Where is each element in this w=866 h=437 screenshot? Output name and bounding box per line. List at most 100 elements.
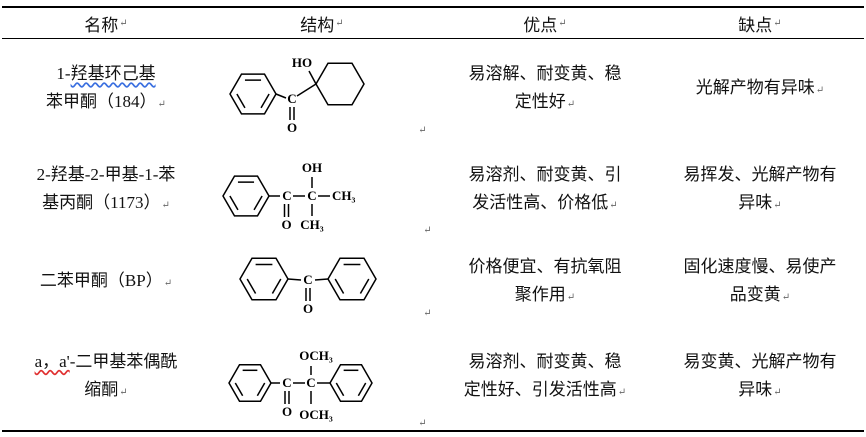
col-header-disadvantages: 缺点↵: [656, 11, 864, 36]
benzene-ring: [228, 364, 273, 402]
paragraph-mark: ↵: [773, 199, 782, 211]
atom-label-c: C: [307, 375, 316, 390]
col-header-name-label: 名称: [84, 15, 119, 35]
atom-label-o: O: [282, 404, 292, 419]
name-text-spellcheck: 羟基环己基: [70, 64, 156, 83]
disadvantages-text: 光解产物有异味↵: [696, 74, 824, 105]
structure-ketal-svg: C O C OCH₃ OCH₃: [228, 348, 374, 422]
disadvantages-value: 固化速度慢、易使产 品变黄: [683, 256, 837, 304]
paragraph-mark: ↵: [773, 386, 782, 398]
atom-label-c: C: [283, 188, 292, 203]
disadvantages-cell: 固化速度慢、易使产 品变黄↵: [656, 253, 864, 312]
structure-1173-svg: C O C OH CH₃ CH₃: [222, 160, 356, 232]
atom-label-c: C: [308, 188, 317, 203]
paragraph-mark: ↵: [773, 17, 782, 29]
table-row-184: 1-羟基环己基 苯甲酮（184）↵ C O: [2, 39, 864, 140]
name-text-spellcheck: a，a': [34, 351, 70, 371]
paragraph-mark: ↵: [119, 17, 128, 29]
advantages-cell: 易溶解、耐变黄、稳 定性好↵: [434, 60, 656, 119]
disadvantages-text: 固化速度慢、易使产 品变黄↵: [684, 253, 837, 312]
paragraph-mark: ↵: [161, 199, 170, 211]
disadvantages-text: 易变黄、光解产物有 异味↵: [684, 348, 837, 407]
name-cell: 1-羟基环己基 苯甲酮（184）↵: [2, 60, 210, 119]
name-text: 1-: [56, 64, 71, 83]
structure-184-svg: C O HO: [229, 55, 366, 135]
advantages-text: 易溶剂、耐变黄、稳 定性好、引发活性高↵: [464, 348, 626, 407]
structure-bp-svg: C O: [239, 257, 378, 316]
paragraph-mark: ↵: [558, 17, 567, 29]
benzene-ring: [222, 175, 271, 217]
paragraph-mark: ↵: [119, 386, 128, 398]
benzene-ring: [239, 257, 290, 301]
name-text: -二甲基苯偶酰 缩酮: [69, 351, 178, 399]
name-cell: a，a'-二甲基苯偶酰 缩酮↵: [2, 348, 210, 407]
compound-name: a，a'-二甲基苯偶酰 缩酮↵: [35, 348, 178, 407]
paragraph-mark: ↵: [163, 277, 173, 289]
disadvantages-value: 易挥发、光解产物有 异味: [683, 164, 837, 212]
photoinitiator-table: 名称↵ 结构↵ 优点↵ 缺点↵ 1-羟基环己基 苯甲酮（184）↵: [2, 6, 864, 432]
benzene-ring: [329, 364, 374, 402]
col-header-advantages-label: 优点: [523, 15, 558, 35]
paragraph-mark: ↵: [815, 85, 825, 96]
disadvantages-cell: 光解产物有异味↵: [656, 74, 864, 105]
advantages-text: 价格便宜、有抗氧阻 聚作用↵: [469, 253, 622, 312]
paragraph-mark: ↵: [423, 308, 432, 319]
paragraph-mark: ↵: [418, 418, 427, 429]
advantages-cell: 易溶剂、耐变黄、引 发活性高、价格低↵: [434, 161, 656, 220]
cyclohexane-ring: [315, 61, 366, 106]
atom-label-c: C: [304, 272, 313, 287]
col-header-disadvantages-label: 缺点: [738, 15, 773, 35]
atom-label-c: C: [283, 375, 292, 390]
table-row-ketal: a，a'-二甲基苯偶酰 缩酮↵ C O C: [2, 324, 864, 430]
table-header-row: 名称↵ 结构↵ 优点↵ 缺点↵: [2, 8, 864, 39]
name-cell: 二苯甲酮（BP）↵: [2, 267, 210, 298]
paragraph-mark: ↵: [566, 291, 576, 303]
table-row-1173: 2-羟基-2-甲基-1-苯 基丙酮（1173）↵ C O: [2, 140, 864, 240]
structure-drawing-184: C O HO ↵: [217, 44, 427, 136]
atom-label-ch3: CH₃: [332, 188, 356, 203]
name-cell: 2-羟基-2-甲基-1-苯 基丙酮（1173）↵: [2, 161, 210, 220]
paragraph-mark: ↵: [781, 291, 791, 303]
atom-label-oh: OH: [302, 160, 322, 175]
structure-drawing-bp: C O ↵: [212, 245, 432, 319]
col-header-structure: 结构↵: [210, 11, 434, 36]
disadvantages-cell: 易变黄、光解产物有 异味↵: [656, 348, 864, 407]
advantages-cell: 价格便宜、有抗氧阻 聚作用↵: [434, 253, 656, 312]
col-header-structure-label: 结构: [300, 15, 335, 35]
structure-drawing-ketal: C O C OCH₃ OCH₃: [217, 325, 427, 429]
benzene-ring: [229, 72, 278, 115]
paragraph-mark: ↵: [157, 99, 166, 110]
atom-label-och3: OCH₃: [300, 348, 334, 363]
benzene-ring: [327, 257, 378, 301]
disadvantages-text: 易挥发、光解产物有 异味↵: [684, 161, 837, 220]
paragraph-mark: ↵: [423, 225, 432, 236]
structure-cell: C O C OCH₃ OCH₃: [210, 325, 434, 429]
name-text: 二苯甲酮（BP）: [39, 270, 163, 290]
atom-label-c: C: [288, 91, 297, 106]
col-header-name: 名称↵: [2, 11, 210, 36]
paragraph-mark: ↵: [335, 17, 344, 29]
atom-label-och3: OCH₃: [300, 407, 334, 422]
paragraph-mark: ↵: [609, 199, 618, 211]
advantages-value: 易溶解、耐变黄、稳 定性好: [468, 64, 622, 111]
atom-label-o: O: [282, 217, 292, 232]
advantages-cell: 易溶剂、耐变黄、稳 定性好、引发活性高↵: [434, 348, 656, 407]
structure-cell: C O HO ↵: [210, 44, 434, 136]
advantages-text: 易溶剂、耐变黄、引 发活性高、价格低↵: [469, 161, 622, 220]
advantages-value: 易溶剂、耐变黄、稳 定性好、引发活性高: [463, 351, 622, 399]
paragraph-mark: ↵: [418, 124, 427, 136]
atom-label-o: O: [287, 120, 297, 135]
structure-cell: C O ↵: [210, 245, 434, 319]
disadvantages-value: 光解产物有异味: [695, 78, 815, 97]
table-row-bp: 二苯甲酮（BP）↵ C O: [2, 240, 864, 324]
atom-label-ch3: CH₃: [301, 217, 325, 232]
atom-label-ho: HO: [292, 55, 312, 70]
paragraph-mark: ↵: [566, 99, 576, 110]
name-text: 苯甲酮（184）: [46, 92, 157, 111]
disadvantages-value: 易变黄、光解产物有 异味: [683, 351, 837, 399]
name-text: 2-羟基-2-甲基-1-苯 基丙酮（1173）: [36, 164, 176, 212]
col-header-advantages: 优点↵: [434, 11, 656, 36]
paragraph-mark: ↵: [617, 386, 627, 398]
atom-label-o: O: [303, 301, 313, 316]
